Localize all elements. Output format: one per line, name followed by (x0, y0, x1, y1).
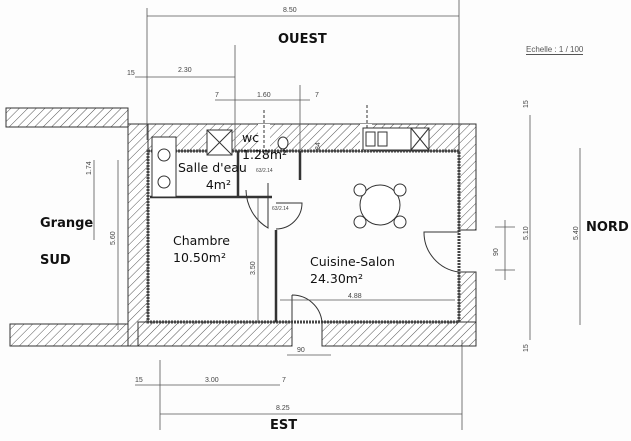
doors (245, 183, 460, 323)
sink-basin (377, 131, 388, 147)
label-west: OUEST (278, 32, 327, 47)
bottom-wall-left (137, 321, 293, 347)
dim-bottom-door: 90 (297, 347, 305, 354)
room-name: Salle d'eau (178, 160, 247, 175)
interior-lining (146, 149, 461, 324)
dim-chambre-height: 3.50 (250, 261, 257, 275)
room-area: 10.50m² (173, 249, 226, 265)
room-cuisine-salon: Cuisine-Salon 24.30m² (310, 254, 395, 288)
dim-bottom-total: 8.25 (276, 405, 290, 412)
dim-wc-left: 7 (215, 92, 219, 99)
dim-left-salle: 1.74 (86, 161, 93, 175)
shower-tray-cross (206, 129, 233, 156)
dim-cuisine-width: 4.88 (348, 293, 362, 300)
dim-top-salle: 2.30 (178, 67, 192, 74)
dim-right-door: 90 (493, 248, 500, 256)
dim-wc-width: 1.60 (257, 92, 271, 99)
dim-right-top: 15 (523, 100, 530, 108)
dim-door-wc: 63/2.14 (256, 168, 273, 174)
room-area: 1.28m² (242, 146, 288, 162)
label-east: EST (270, 418, 298, 433)
door-chambre (275, 202, 303, 230)
room-chambre: Chambre 10.50m² (173, 233, 230, 267)
door-entrance-east (291, 294, 323, 323)
room-wc: wc 1.28m² (242, 130, 287, 164)
dim-bottom-chambre: 3.00 (205, 377, 219, 384)
dim-door-chambre: 63/2.14 (272, 206, 289, 212)
room-salle-deau: Salle d'eau 4m² (178, 160, 247, 194)
toilet-icon (277, 136, 289, 150)
dim-right-inner: 5.10 (523, 226, 530, 240)
grange-top-wall (5, 107, 129, 128)
fixtures (151, 127, 430, 229)
dim-left-total: 5.60 (110, 231, 117, 245)
bottom-wall-right (321, 321, 477, 347)
dim-top-total: 8.50 (283, 7, 297, 14)
dim-bottom-offset: 15 (135, 377, 143, 384)
dimension-labels: 8.50 15 2.30 7 1.60 7 15 5.10 5.40 15 90… (86, 7, 580, 412)
label-south: SUD (40, 253, 71, 268)
dim-wc-depth: 84 (315, 142, 322, 150)
room-name: wc (242, 130, 260, 145)
door-north (423, 231, 460, 273)
room-area: 24.30m² (310, 270, 363, 286)
chair-icon (353, 215, 367, 229)
room-name: Cuisine-Salon (310, 254, 395, 269)
dim-top-offset: 15 (127, 70, 135, 77)
appliance-cross (410, 127, 430, 151)
dim-right-bottom: 15 (523, 344, 530, 352)
washbasin-icon (157, 175, 171, 189)
dim-right-total: 5.40 (573, 226, 580, 240)
left-wall (127, 123, 149, 347)
label-grange: Grange (40, 216, 94, 231)
chair-icon (353, 183, 367, 197)
dim-bottom-wall: 7 (282, 377, 286, 384)
door-wc (245, 183, 269, 229)
chair-icon (393, 183, 407, 197)
grange-bottom-wall (9, 323, 139, 347)
room-area: 4m² (205, 176, 231, 192)
scale-label: Echelle : 1 / 100 (526, 45, 584, 55)
chair-icon (393, 215, 407, 229)
sink-basin (365, 131, 376, 147)
dining-table (359, 184, 401, 226)
label-north: NORD (586, 220, 629, 235)
dim-wc-right: 7 (315, 92, 319, 99)
right-wall-upper (458, 123, 477, 231)
dimension-lines (93, 0, 581, 430)
room-name: Chambre (173, 233, 230, 248)
washbasin-icon (157, 148, 171, 162)
